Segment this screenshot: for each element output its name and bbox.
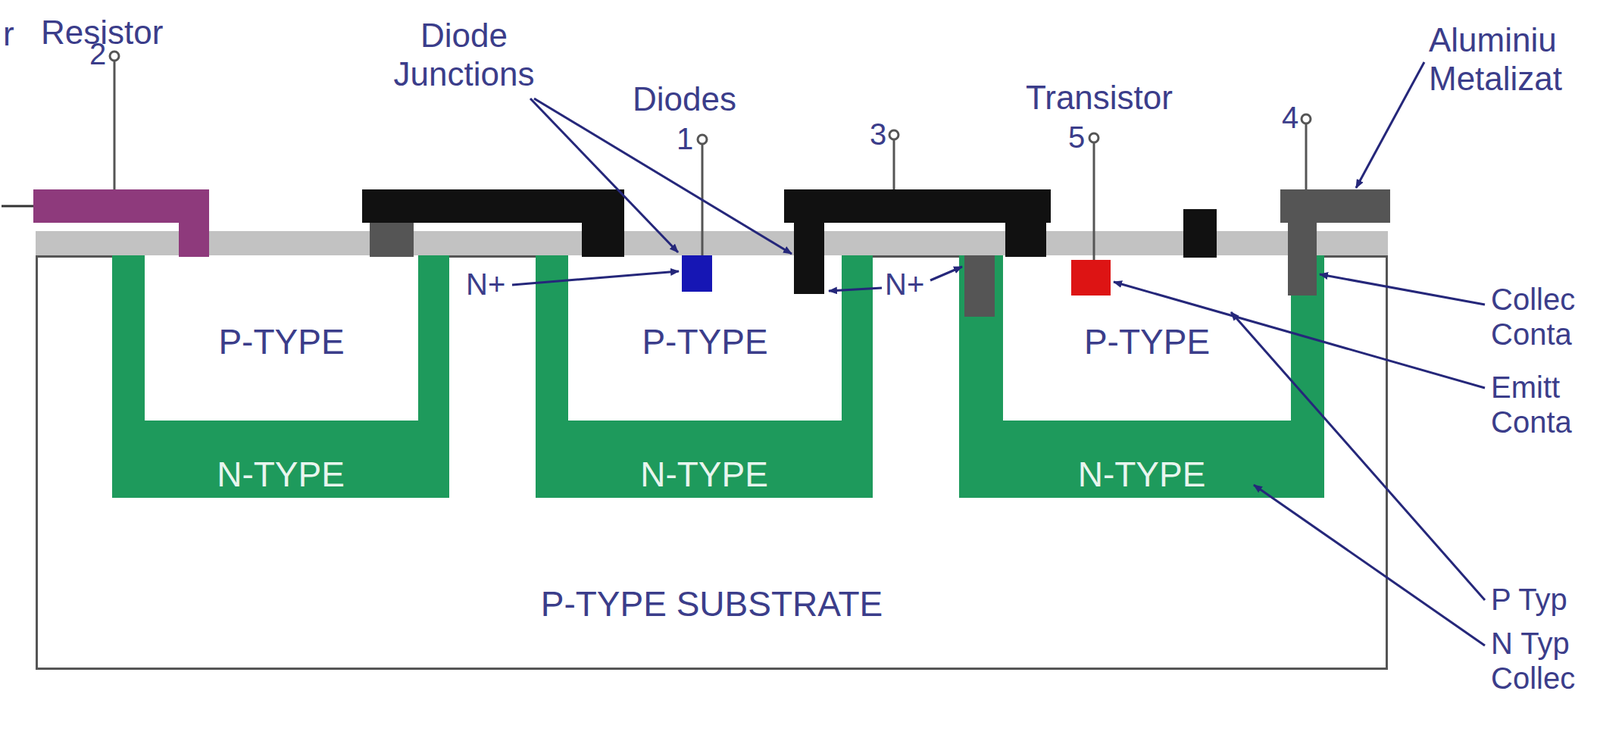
region-label: N-TYPE <box>959 455 1325 494</box>
pin-wire <box>1093 142 1096 260</box>
resistor-metal <box>33 189 210 257</box>
callout-number: 5 <box>1068 119 1085 155</box>
n-well: N-TYPE P-TYPE <box>959 255 1325 498</box>
leader-arrow <box>1319 274 1485 305</box>
callout-number: 4 <box>1281 100 1299 135</box>
pin-terminal <box>697 134 707 144</box>
region-label: P-TYPE <box>1003 322 1291 362</box>
region-label: N-TYPE <box>112 455 450 494</box>
pin-terminal <box>1301 114 1311 124</box>
part-label: Diode Junctions <box>378 16 550 94</box>
contact <box>1005 222 1047 257</box>
pin-terminal <box>1089 133 1099 143</box>
pin-terminal <box>889 130 899 140</box>
collector-contact <box>1287 222 1317 296</box>
metal-track <box>784 189 1051 223</box>
pin-wire <box>1305 123 1308 190</box>
leader-arrow <box>1253 484 1485 646</box>
leader-arrow <box>930 266 963 281</box>
region-label: N+ <box>884 266 925 302</box>
base-contact <box>1183 209 1217 258</box>
part-label: P Typ <box>1490 581 1596 617</box>
substrate-region: P-TYPE SUBSTRATE N-TYPE P-TYPE N-TYPE P-TYPE… <box>35 255 1388 670</box>
region-label: N+ <box>465 266 506 302</box>
emitter-contact <box>1071 259 1111 296</box>
n-plus-contact <box>964 255 995 317</box>
region-label: P-TYPE SUBSTRATE <box>35 584 1388 624</box>
leader-line <box>1 205 34 208</box>
region-label: P-TYPE <box>568 322 842 362</box>
part-label: Transistor <box>1025 78 1173 118</box>
n-plus-contact <box>681 255 713 292</box>
part-label: Diodes <box>632 80 737 119</box>
pin-wire <box>893 139 896 190</box>
callout-number: 2 <box>89 36 107 72</box>
leader-arrow <box>534 98 792 254</box>
p-region: P-TYPE <box>144 255 419 421</box>
p-region: P-TYPE <box>1003 255 1291 421</box>
contact <box>369 222 414 257</box>
part-label: N Typ Collec <box>1490 625 1596 696</box>
callout-number: 3 <box>869 116 887 152</box>
part-label: Emitt Conta <box>1490 369 1596 440</box>
pin-terminal <box>109 51 119 61</box>
pin-wire <box>113 60 116 190</box>
contact <box>793 222 825 294</box>
leader-arrow <box>512 271 679 285</box>
leader-arrow <box>1356 62 1425 188</box>
part-label: Collec Conta <box>1490 281 1596 352</box>
callout-number: 1 <box>676 121 694 157</box>
n-well: N-TYPE P-TYPE <box>112 255 450 498</box>
part-label: r <box>3 15 15 54</box>
leader-arrow <box>828 287 882 291</box>
region-label: N-TYPE <box>535 455 873 494</box>
part-label: Aluminiu Metalizat <box>1428 21 1597 98</box>
region-label: P-TYPE <box>144 322 419 362</box>
leader-arrow <box>530 98 679 253</box>
metal-track <box>362 189 625 223</box>
contact <box>581 222 625 257</box>
leader-arrow <box>1113 281 1485 388</box>
aluminium-metal <box>1280 189 1391 223</box>
